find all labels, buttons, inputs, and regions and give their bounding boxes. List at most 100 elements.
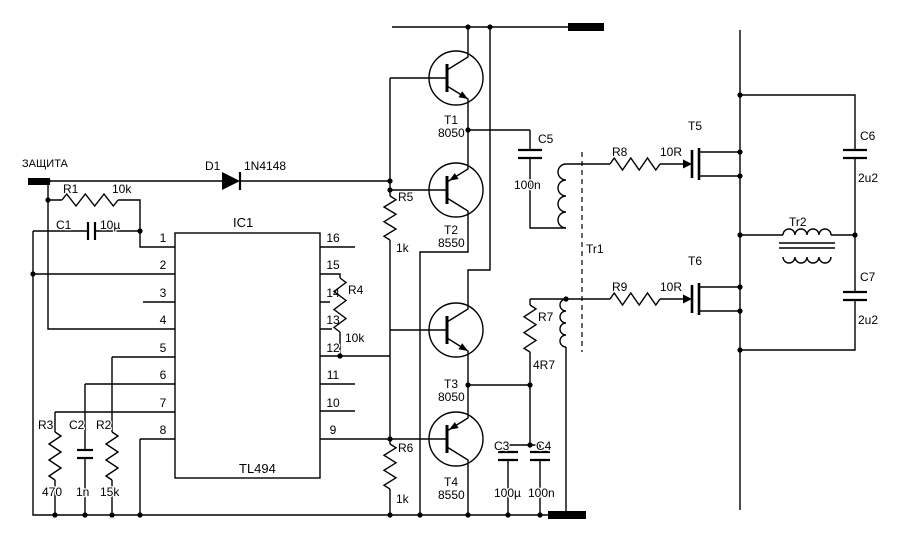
tr2-winding-primary [782,228,832,236]
transistor-t3: T3 8050 [428,302,484,405]
tr1-ref-label: Tr1 [586,242,604,256]
r6-value-label: 1k [396,492,410,506]
resistor-r7: R7 4R7 [522,304,557,373]
capacitor-c6: C6 2u2 [843,128,880,186]
t6-gate-arrow [683,294,692,304]
t3-value-label: 8050 [438,390,465,404]
r3-value-label: 470 [42,485,62,499]
r9-value-label: 10R [660,280,682,294]
wire-segments-driver [389,26,683,515]
t4-emitter-arrow [449,422,459,430]
transistor-t4: T4 8550 [428,411,484,503]
t4-ref-label: T4 [444,475,458,489]
r2-ref-label: R2 [96,418,112,432]
ic1-pin-1: 1 [160,231,167,245]
t4-value-label: 8550 [438,488,465,502]
ic1-pin-11: 11 [327,368,340,382]
r5-ref-label: R5 [398,190,414,204]
c5-value-label: 100n [514,178,541,192]
ic1-pin-2: 2 [160,258,167,272]
diode-d1: D1 1N4148 [204,158,288,190]
t5-ref-label: T5 [688,119,702,133]
r1-value-label: 10k [112,182,132,196]
t6-ref-label: T6 [688,254,702,268]
capacitor-c3: C3 100µ [493,438,523,502]
protection-label: ЗАЩИТА [22,158,69,170]
ic1-tl494: IC1 TL494 1 2 3 4 5 6 7 8 16 15 14 13 12… [158,214,341,479]
r8-value-label: 10R [660,145,682,159]
ic1-pin-6: 6 [160,368,167,382]
tr1-winding-upper [557,163,567,229]
capacitor-c7: C7 2u2 [843,269,880,328]
ic1-ref-label: IC1 [233,215,253,230]
t5-gate-arrow [683,159,692,169]
wire-segments-ic-right [320,246,447,440]
c3-value-label: 100µ [494,486,521,500]
ic1-pin-numbers-right: 16 15 14 13 12 11 10 9 [325,230,341,439]
protection-terminal-bar [28,178,50,185]
r5-value-label: 1k [396,241,410,255]
c7-value-label: 2u2 [858,313,878,327]
mosfet-t6: T6 [683,253,704,315]
resistor-r5: R5 1k [382,189,415,256]
r9-ref-label: R9 [612,280,628,294]
d1-value-label: 1N4148 [244,159,286,173]
c3-ref-label: C3 [494,439,510,453]
ic1-pin-8: 8 [160,423,167,437]
protection-terminal: ЗАЩИТА [21,157,70,185]
r7-value-label: 4R7 [533,358,555,372]
tr2-ref-label: Tr2 [789,215,807,229]
r2-value-label: 15k [100,485,120,499]
resistor-r9: R9 10R [609,279,684,307]
c5-ref-label: C5 [538,132,554,146]
junction-dots [30,24,858,518]
capacitor-c2: C2 1n [68,417,93,500]
resistor-r1: R1 10k [61,181,134,208]
c2-value-label: 1n [76,485,89,499]
t3-ref-label: T3 [444,377,458,391]
resistor-r6: R6 1k [382,440,415,507]
c6-ref-label: C6 [860,129,876,143]
ic1-pin-12: 12 [326,341,340,355]
t1-emitter-arrow [458,91,468,99]
resistor-r8: R8 10R [609,144,684,172]
wire-segments-output [699,30,856,510]
diode-d1-symbol [222,172,240,190]
ic1-pin-16: 16 [326,231,340,245]
t1-value-label: 8050 [438,126,465,140]
r1-ref-label: R1 [63,182,79,196]
ic1-pin-15: 15 [326,258,340,272]
transistor-t1: T1 8050 [428,50,484,141]
r8-ref-label: R8 [612,145,628,159]
c6-value-label: 2u2 [858,171,878,185]
transformer-tr1: Tr1 [557,152,605,352]
t2-emitter-arrow [449,173,459,181]
t1-ref-label: T1 [444,113,458,127]
supply-terminal-bar [568,23,604,31]
tr2-winding-secondary [782,256,832,264]
c1-ref-label: C1 [56,218,72,232]
resistor-r2: R2 15k [95,417,122,501]
capacitor-c5: C5 100n [513,131,555,194]
ic1-pin-13: 13 [326,313,340,327]
t2-ref-label: T2 [444,223,458,237]
c4-value-label: 100n [528,486,555,500]
t2-value-label: 8550 [438,236,465,250]
t3-emitter-arrow [458,343,468,351]
wire-segments-left [32,180,548,516]
ic1-pin-7: 7 [160,396,167,410]
r4-value-label: 10k [345,331,365,345]
transformer-tr2: Tr2 [782,214,832,264]
r6-ref-label: R6 [398,441,414,455]
d1-ref-label: D1 [205,159,221,173]
capacitor-c4: C4 100n [527,438,556,502]
c4-ref-label: C4 [536,439,552,453]
r7-ref-label: R7 [538,310,554,324]
ic1-pin-9: 9 [330,423,337,437]
ic1-body [174,232,321,479]
r3-ref-label: R3 [38,418,54,432]
c1-value-label: 10µ [100,218,120,232]
ic1-pin-10: 10 [326,396,340,410]
